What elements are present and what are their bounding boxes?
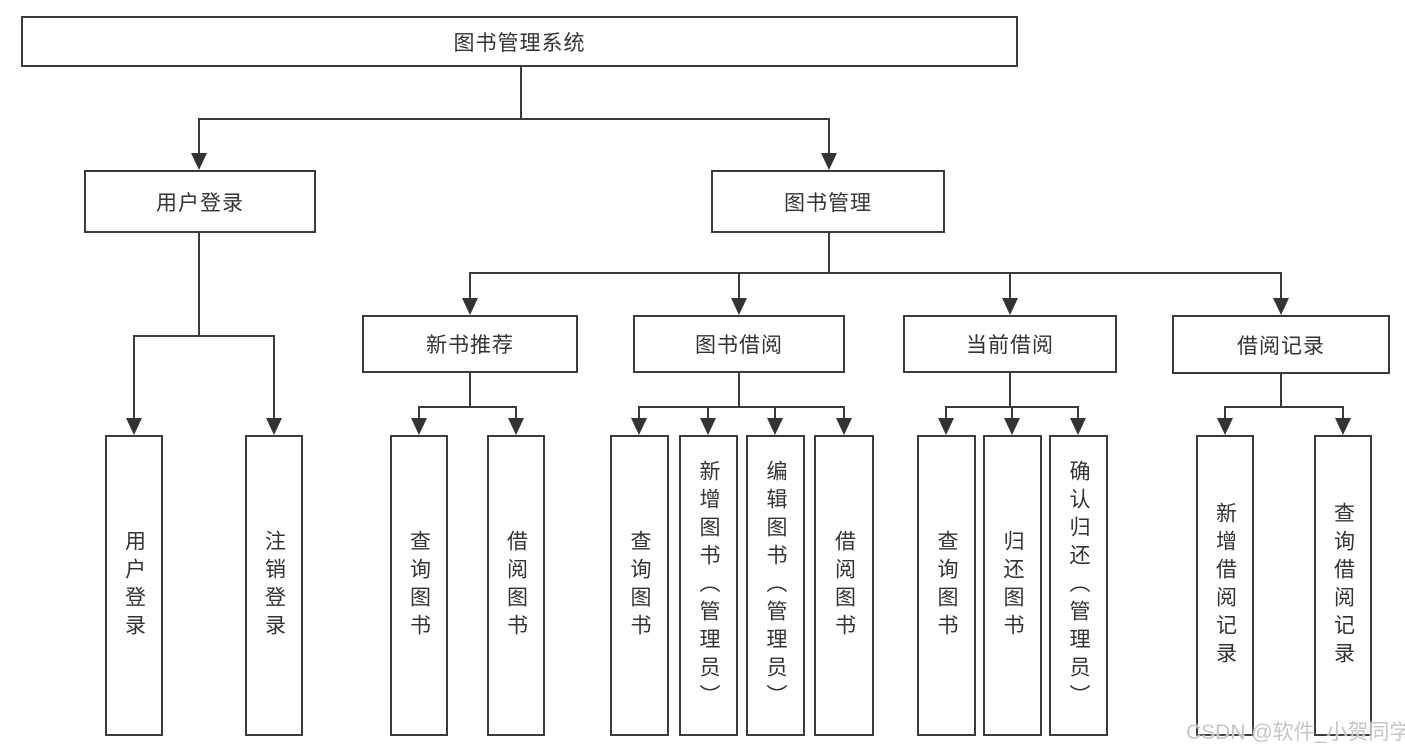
arrow-down-icon bbox=[700, 418, 716, 435]
connector-line-vertical bbox=[737, 373, 741, 407]
arrow-down-icon bbox=[836, 418, 852, 435]
node-leaf-logout: 注销登录 bbox=[245, 435, 303, 736]
arrow-down-icon bbox=[411, 418, 427, 435]
node-book-borrowing-label: 图书借阅 bbox=[695, 334, 783, 357]
connector-arrow-stem bbox=[842, 407, 846, 418]
connector-arrow-stem bbox=[944, 407, 948, 418]
connector-line-vertical bbox=[1279, 373, 1283, 407]
arrow-down-icon bbox=[1002, 298, 1018, 315]
node-leaf-logout-label: 注销登录 bbox=[262, 529, 286, 642]
arrow-down-icon bbox=[126, 418, 142, 435]
node-leaf-rec-query-record-label: 查询借阅记录 bbox=[1331, 501, 1355, 670]
connector-arrow-stem bbox=[1076, 407, 1080, 418]
connector-line-vertical bbox=[197, 233, 201, 336]
connector-arrow-stem bbox=[773, 407, 777, 418]
node-leaf-cur-query-books: 查询图书 bbox=[917, 435, 976, 736]
node-leaf-user-login-label: 用户登录 bbox=[122, 529, 146, 642]
node-new-book-recommend-label: 新书推荐 bbox=[426, 334, 514, 357]
connector-arrow-stem bbox=[737, 273, 741, 298]
connector-line-vertical bbox=[827, 233, 831, 273]
arrow-down-icon bbox=[1335, 418, 1351, 435]
connector-arrow-stem bbox=[1279, 273, 1283, 298]
arrow-down-icon bbox=[938, 418, 954, 435]
node-leaf-rec-borrow-books: 借阅图书 bbox=[487, 435, 545, 736]
node-leaf-rec-borrow-books-label: 借阅图书 bbox=[504, 529, 528, 642]
node-leaf-cur-confirm-return: 确认归还（管理员） bbox=[1049, 435, 1108, 736]
node-leaf-rec-query-books-label: 查询图书 bbox=[407, 529, 431, 642]
node-leaf-bor-edit-books: 编辑图书（管理员） bbox=[746, 435, 805, 736]
arrow-down-icon bbox=[462, 298, 478, 315]
arrow-down-icon bbox=[767, 418, 783, 435]
arrow-down-icon bbox=[1217, 418, 1233, 435]
node-borrowing-records: 借阅记录 bbox=[1172, 315, 1390, 374]
connector-arrow-stem bbox=[1010, 407, 1014, 418]
node-leaf-cur-return-books: 归还图书 bbox=[983, 435, 1042, 736]
node-current-borrowing: 当前借阅 bbox=[903, 315, 1117, 373]
node-leaf-rec-add-record: 新增借阅记录 bbox=[1196, 435, 1254, 736]
connector-line-vertical bbox=[1008, 373, 1012, 407]
node-root-label: 图书管理系统 bbox=[453, 31, 586, 55]
node-book-management-label: 图书管理 bbox=[784, 191, 872, 215]
node-leaf-cur-return-books-label: 归还图书 bbox=[1001, 529, 1024, 642]
node-current-borrowing-label: 当前借阅 bbox=[966, 334, 1054, 357]
connector-line-horizontal bbox=[637, 405, 846, 409]
connector-arrow-stem bbox=[637, 407, 641, 418]
node-borrowing-records-label: 借阅记录 bbox=[1237, 334, 1325, 358]
arrow-down-icon bbox=[1070, 418, 1086, 435]
connector-arrow-stem bbox=[417, 407, 421, 418]
connector-arrow-stem bbox=[468, 273, 472, 298]
arrow-down-icon bbox=[508, 418, 524, 435]
arrow-down-icon bbox=[191, 153, 207, 170]
connector-arrow-stem bbox=[1341, 407, 1345, 418]
node-leaf-bor-borrow-books: 借阅图书 bbox=[814, 435, 874, 736]
connector-line-horizontal bbox=[132, 334, 276, 338]
arrow-down-icon bbox=[266, 418, 282, 435]
connector-line-horizontal bbox=[197, 117, 831, 121]
connector-line-horizontal bbox=[1223, 405, 1345, 409]
connector-line-vertical bbox=[519, 67, 523, 119]
node-leaf-cur-confirm-return-label: 确认归还（管理员） bbox=[1067, 459, 1090, 712]
arrow-down-icon bbox=[631, 418, 647, 435]
node-leaf-bor-query-books: 查询图书 bbox=[610, 435, 669, 736]
arrow-down-icon bbox=[731, 298, 747, 315]
connector-arrow-stem bbox=[132, 336, 136, 418]
connector-arrow-stem bbox=[197, 119, 201, 153]
node-leaf-rec-query-record: 查询借阅记录 bbox=[1314, 435, 1372, 736]
connector-arrow-stem bbox=[706, 407, 710, 418]
connector-line-vertical bbox=[468, 373, 472, 407]
node-new-book-recommend: 新书推荐 bbox=[362, 315, 578, 373]
connector-line-horizontal bbox=[417, 405, 518, 409]
connector-line-horizontal bbox=[468, 271, 1283, 275]
node-leaf-bor-edit-books-label: 编辑图书（管理员） bbox=[764, 459, 787, 712]
node-leaf-bor-add-books: 新增图书（管理员） bbox=[679, 435, 738, 736]
node-book-management: 图书管理 bbox=[711, 170, 945, 233]
node-leaf-rec-add-record-label: 新增借阅记录 bbox=[1213, 501, 1237, 670]
node-leaf-bor-add-books-label: 新增图书（管理员） bbox=[697, 459, 720, 712]
connector-arrow-stem bbox=[1223, 407, 1227, 418]
arrow-down-icon bbox=[1004, 418, 1020, 435]
node-leaf-user-login: 用户登录 bbox=[105, 435, 163, 736]
connector-arrow-stem bbox=[1008, 273, 1012, 298]
arrow-down-icon bbox=[821, 153, 837, 170]
connector-arrow-stem bbox=[827, 119, 831, 153]
node-root: 图书管理系统 bbox=[21, 16, 1018, 67]
connector-arrow-stem bbox=[272, 336, 276, 418]
connector-arrow-stem bbox=[514, 407, 518, 418]
node-leaf-rec-query-books: 查询图书 bbox=[390, 435, 448, 736]
arrow-down-icon bbox=[1273, 298, 1289, 315]
node-user-login-label: 用户登录 bbox=[156, 191, 244, 215]
node-leaf-bor-borrow-books-label: 借阅图书 bbox=[832, 529, 856, 642]
node-leaf-bor-query-books-label: 查询图书 bbox=[628, 529, 651, 642]
node-user-login: 用户登录 bbox=[84, 170, 316, 233]
node-leaf-cur-query-books-label: 查询图书 bbox=[935, 529, 958, 642]
watermark: CSDN @软件_小贺同学 bbox=[1186, 721, 1405, 744]
node-book-borrowing: 图书借阅 bbox=[633, 315, 845, 373]
